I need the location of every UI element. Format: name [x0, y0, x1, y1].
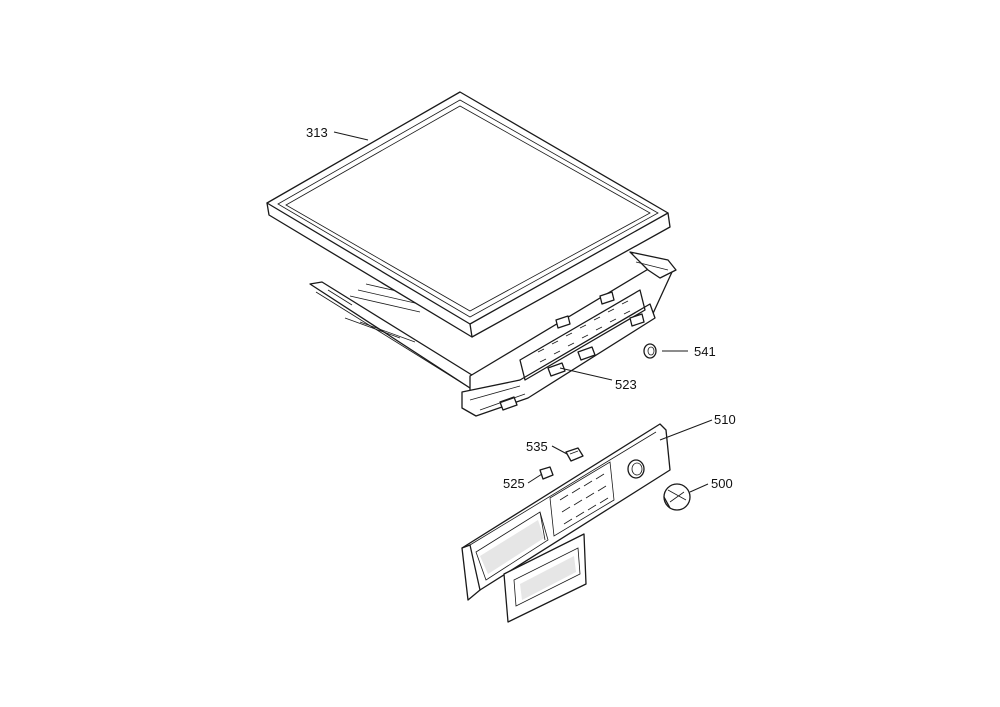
part-313-top-cover: [266, 91, 671, 338]
part-523-support-frame: [309, 251, 677, 417]
part-541-ring: [643, 343, 657, 359]
label-510: 510: [714, 412, 736, 427]
label-523: 523: [615, 377, 637, 392]
label-525: 525: [503, 476, 525, 491]
leader-lines: [333, 131, 713, 493]
label-535: 535: [526, 439, 548, 454]
part-500-knob: [663, 483, 691, 511]
part-535-button: [565, 447, 584, 462]
label-541: 541: [694, 344, 716, 359]
label-313: 313: [306, 125, 328, 140]
part-510-control-panel: [461, 423, 671, 601]
part-525-button: [539, 466, 554, 480]
detergent-drawer-front: [503, 533, 587, 623]
label-500: 500: [711, 476, 733, 491]
